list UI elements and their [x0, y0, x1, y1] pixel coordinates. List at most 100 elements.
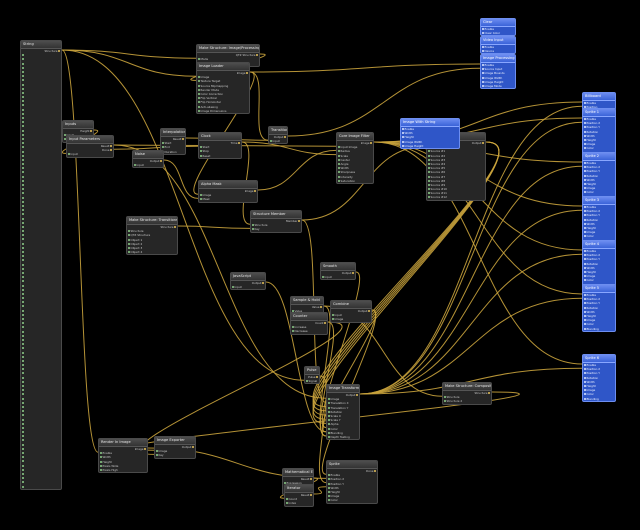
list-row[interactable]	[21, 99, 61, 103]
port-pin-icon[interactable]	[327, 486, 330, 489]
input-port[interactable]: Scale	[337, 154, 373, 158]
input-port[interactable]: Enable	[481, 45, 515, 49]
list-row[interactable]	[21, 137, 61, 141]
port-pin-icon[interactable]	[21, 238, 24, 241]
list-row[interactable]	[21, 237, 61, 241]
port-pin-icon[interactable]	[583, 231, 586, 234]
input-port[interactable]: Center	[337, 158, 373, 162]
input-port[interactable]: Source #8	[427, 179, 485, 183]
output-port[interactable]: Image	[199, 189, 257, 193]
port-pin-icon[interactable]	[305, 380, 308, 383]
connection-wire[interactable]	[359, 297, 583, 395]
input-port[interactable]: Image	[197, 75, 249, 79]
port-pin-icon[interactable]	[127, 234, 130, 237]
list-row[interactable]	[21, 112, 61, 116]
port-pin-icon[interactable]	[21, 112, 24, 115]
connection-wire[interactable]	[61, 49, 197, 59]
input-port[interactable]: Position X	[327, 477, 377, 481]
list-row[interactable]	[21, 480, 61, 484]
output-port[interactable]: Result	[67, 144, 113, 148]
connection-wire[interactable]	[359, 209, 583, 395]
port-pin-icon[interactable]	[199, 198, 202, 201]
port-pin-icon[interactable]	[246, 72, 249, 74]
input-port[interactable]: Rotation	[327, 410, 359, 414]
input-port[interactable]: Position Y	[583, 257, 615, 261]
port-pin-icon[interactable]	[583, 134, 586, 137]
list-row[interactable]	[21, 355, 61, 359]
port-pin-icon[interactable]	[182, 138, 185, 140]
input-port[interactable]: Width	[583, 134, 615, 138]
input-port[interactable]: Rotation	[583, 376, 615, 380]
port-pin-icon[interactable]	[262, 282, 265, 284]
port-pin-icon[interactable]	[21, 133, 24, 136]
input-port[interactable]: Color	[327, 427, 359, 431]
connection-wire[interactable]	[373, 141, 583, 295]
port-pin-icon[interactable]	[21, 464, 24, 467]
output-port[interactable]: Result	[283, 477, 313, 481]
port-pin-icon[interactable]	[285, 502, 288, 505]
port-pin-icon[interactable]	[21, 146, 24, 149]
input-port[interactable]: Height	[99, 460, 147, 464]
input-port[interactable]: Structure	[443, 395, 491, 399]
list-row[interactable]	[21, 246, 61, 250]
input-port[interactable]: Height	[583, 384, 615, 388]
input-port[interactable]: Enable	[583, 101, 615, 105]
input-port[interactable]: Width	[337, 166, 373, 170]
port-pin-icon[interactable]	[284, 136, 287, 138]
list-row[interactable]	[21, 242, 61, 246]
port-pin-icon[interactable]	[291, 310, 294, 313]
input-port[interactable]: Anti-aliasing	[197, 105, 249, 109]
connection-wire[interactable]	[312, 141, 500, 424]
port-pin-icon[interactable]	[21, 426, 24, 429]
port-pin-icon[interactable]	[583, 166, 586, 169]
input-port[interactable]: Image Mode	[481, 84, 515, 88]
port-pin-icon[interactable]	[583, 279, 586, 282]
input-port[interactable]: Structure	[251, 223, 301, 227]
input-port[interactable]: Enable	[583, 161, 615, 165]
port-pin-icon[interactable]	[21, 405, 24, 408]
input-port[interactable]: Alpha	[327, 422, 359, 426]
input-port[interactable]: Structure	[127, 229, 177, 233]
connection-wire[interactable]	[359, 165, 583, 395]
input-port[interactable]: Width	[583, 178, 615, 182]
port-pin-icon[interactable]	[67, 153, 70, 156]
list-row[interactable]	[21, 325, 61, 329]
port-pin-icon[interactable]	[21, 54, 24, 57]
port-pin-icon[interactable]	[401, 140, 404, 143]
port-pin-icon[interactable]	[192, 446, 195, 448]
port-pin-icon[interactable]	[481, 46, 484, 48]
port-pin-icon[interactable]	[21, 351, 24, 354]
list-row[interactable]	[21, 175, 61, 179]
input-port[interactable]: Object 4	[127, 250, 177, 254]
port-pin-icon[interactable]	[337, 175, 340, 178]
input-port[interactable]: Width	[401, 131, 459, 135]
list-row[interactable]	[21, 263, 61, 267]
port-pin-icon[interactable]	[21, 196, 24, 199]
port-pin-icon[interactable]	[310, 494, 313, 496]
input-port[interactable]: Image	[331, 317, 371, 321]
port-pin-icon[interactable]	[127, 238, 130, 241]
list-row[interactable]	[21, 338, 61, 342]
input-port[interactable]: Input	[67, 152, 113, 156]
connection-wire[interactable]	[113, 145, 199, 150]
list-row[interactable]	[21, 258, 61, 262]
port-pin-icon[interactable]	[99, 460, 102, 463]
port-pin-icon[interactable]	[238, 142, 241, 144]
port-pin-icon[interactable]	[21, 393, 24, 396]
port-pin-icon[interactable]	[58, 50, 61, 52]
list-row[interactable]	[21, 158, 61, 162]
port-pin-icon[interactable]	[337, 154, 340, 157]
input-port[interactable]: Position X	[583, 165, 615, 169]
port-pin-icon[interactable]	[356, 394, 359, 396]
port-pin-icon[interactable]	[21, 163, 24, 166]
list-row[interactable]	[21, 225, 61, 229]
list-row[interactable]	[21, 150, 61, 154]
connection-wire[interactable]	[61, 49, 305, 381]
